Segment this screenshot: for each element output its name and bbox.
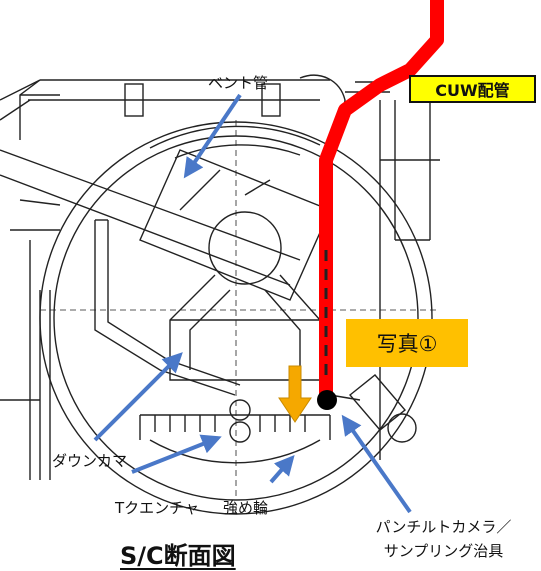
camera-label-line2: サンプリング治具 — [383, 542, 504, 560]
camera-position-marker — [317, 390, 337, 410]
cuw-pipe — [319, 0, 444, 395]
vent-pipe-label: ベント管 — [208, 74, 269, 92]
t-quencher-label: Tクエンチャ — [115, 499, 200, 517]
pointer-arrows — [93, 93, 412, 514]
photo-1-label: 写真① — [346, 319, 468, 367]
page-title: S/C断面図 — [120, 542, 236, 570]
camera-jig-label: パンチルトカメラ／ サンプリング治具 — [346, 515, 541, 563]
drawing-linework — [0, 74, 440, 515]
camera-label-line1: パンチルトカメラ／ — [375, 518, 512, 536]
stiffener-ring-label: 強め輪 — [223, 499, 269, 517]
downward-arrow-icon — [278, 365, 312, 423]
downcomer-label: ダウンカマ — [52, 452, 128, 470]
cuw-pipe-label: CUW配管 — [409, 75, 536, 103]
